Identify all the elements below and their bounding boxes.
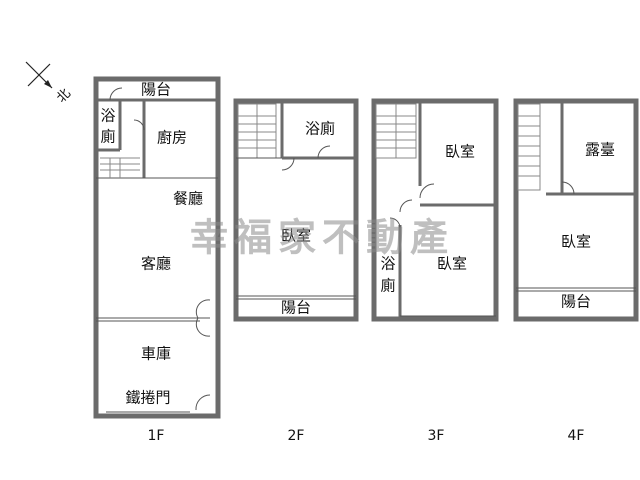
floor-4f-label: 4F	[568, 428, 585, 444]
floor-4f-plan	[513, 98, 639, 322]
floor-3f-bedroom-bottom-label: 臥室	[437, 255, 467, 273]
floor-3f-label: 3F	[428, 428, 445, 444]
north-arrow-icon	[25, 61, 53, 89]
floor-1f-dining-label: 餐廳	[173, 190, 203, 208]
floor-1f-bath-label-b: 廁	[100, 128, 115, 146]
floor-4f-balcony-label: 陽台	[561, 293, 591, 311]
compass-label: 北	[54, 86, 74, 106]
floor-1f-kitchen-label: 廚房	[157, 129, 187, 147]
watermark-text: 幸福家不動產	[190, 216, 454, 260]
floor-1f-bath-label-a: 浴	[100, 107, 115, 125]
floor-2f-bathroom-label: 浴廁	[305, 120, 335, 138]
floor-2f-label: 2F	[288, 428, 305, 444]
floor-3f-bedroom-top-label: 臥室	[445, 143, 475, 161]
floor-1f-balcony-label: 陽台	[141, 81, 171, 99]
floor-1f-label: 1F	[148, 428, 165, 444]
floor-1f-living-label: 客廳	[141, 255, 171, 273]
floor-3f-bath-label-b: 廁	[380, 277, 395, 295]
floor-3f-outer-wall	[371, 98, 499, 322]
floor-2f-balcony-label: 陽台	[281, 299, 311, 317]
floor-1f-plan	[93, 76, 221, 419]
floor-2f-plan	[233, 98, 359, 322]
floor-1f-garage-label: 車庫	[141, 345, 171, 363]
floor-3f-plan	[371, 98, 499, 322]
floor-1f-rolling-door-label: 鐵捲門	[125, 389, 170, 407]
floor-4f-bedroom-label: 臥室	[561, 233, 591, 251]
floor-4f-terrace-label: 露臺	[585, 141, 615, 159]
floor-1f-outer-wall	[93, 76, 221, 419]
floor-2f-outer-wall	[233, 98, 359, 322]
floor-3f-bath-label-a: 浴	[380, 255, 395, 273]
floor-2f-bedroom-label: 臥室	[281, 227, 311, 245]
floor-4f-outer-wall	[513, 98, 639, 322]
